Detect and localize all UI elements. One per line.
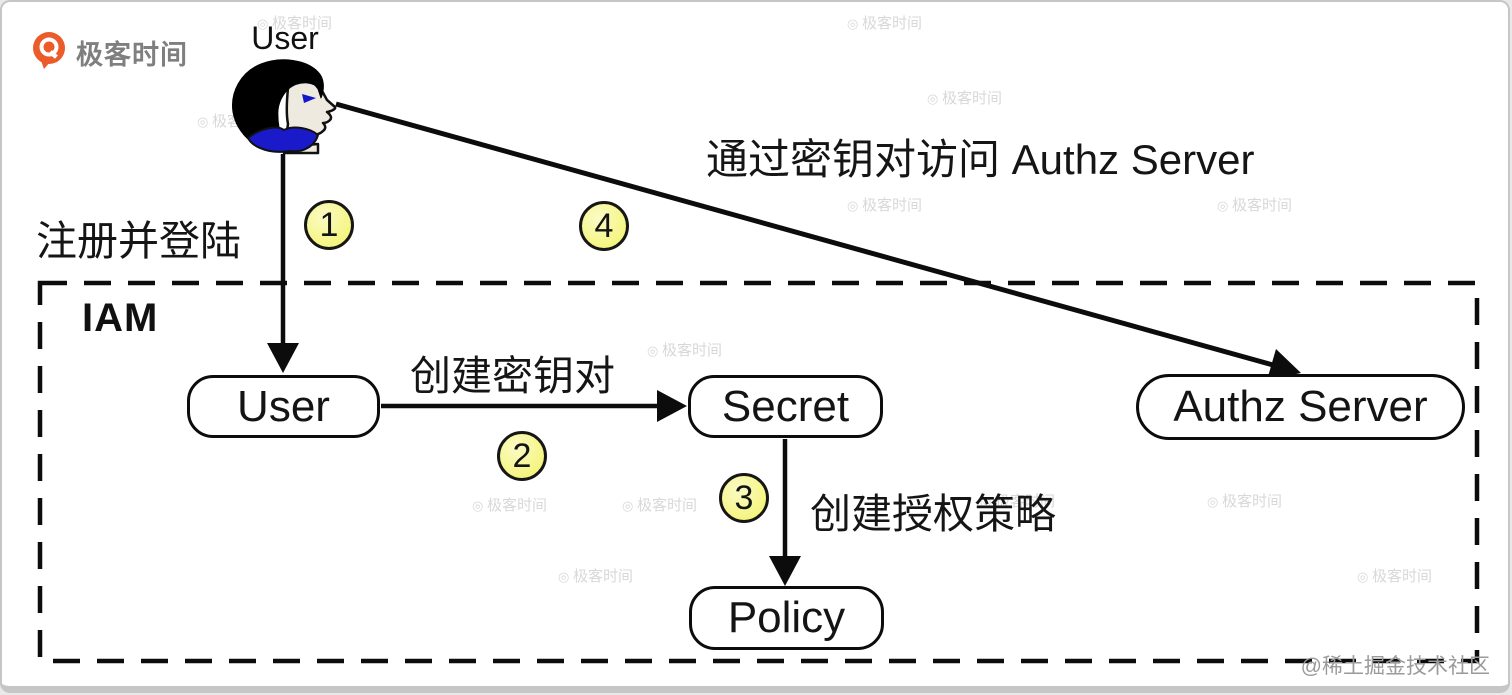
faint-watermark: 极客时间 xyxy=(847,194,922,215)
user-avatar-drawing xyxy=(232,59,337,155)
step-number: 2 xyxy=(512,436,532,475)
faint-watermark: 极客时间 xyxy=(197,110,272,131)
node-secret: Secret xyxy=(688,375,883,438)
eye-shape xyxy=(302,94,316,103)
geektime-logo-text: 极客时间 xyxy=(76,39,188,70)
step-badge-4: 4 xyxy=(579,201,629,251)
faint-watermark: 极客时间 xyxy=(1217,194,1292,215)
step-badge-3: 3 xyxy=(719,473,769,523)
edge-label-register-login: 注册并登陆 xyxy=(36,218,241,264)
edge-label-access-authz: 通过密钥对访问 Authz Server xyxy=(706,136,1255,183)
collar-shape xyxy=(246,126,320,153)
faint-watermark: 极客时间 xyxy=(1207,490,1282,511)
node-user: User xyxy=(187,375,380,438)
node-authz-server: Authz Server xyxy=(1136,374,1465,440)
edge-label-create-keypair: 创建密钥对 xyxy=(410,353,615,399)
logo-spacer xyxy=(28,30,68,74)
step-number: 4 xyxy=(594,206,614,245)
step-number: 3 xyxy=(734,478,754,517)
faint-watermark: 极客时间 xyxy=(1357,565,1432,586)
node-user-label: User xyxy=(237,381,330,431)
edge-label-create-policy: 创建授权策略 xyxy=(810,491,1056,537)
faint-watermark: 极客时间 xyxy=(927,87,1002,108)
node-policy-label: Policy xyxy=(727,593,846,642)
actor-user-label: User xyxy=(251,20,319,56)
arrow-create-policy xyxy=(769,439,801,586)
node-authz-server-label: Authz Server xyxy=(1173,382,1428,431)
step-badge-1: 1 xyxy=(304,200,354,250)
faint-watermark: 极客时间 xyxy=(472,494,547,515)
faint-watermark: 极客时间 xyxy=(622,494,697,515)
iam-label: IAM xyxy=(82,296,159,340)
arrow-register-login xyxy=(267,154,299,373)
step-badge-2: 2 xyxy=(497,431,547,481)
faint-watermark: 极客时间 xyxy=(847,12,922,33)
step-number: 1 xyxy=(319,205,339,244)
faint-watermark: 极客时间 xyxy=(558,565,633,586)
hair-shape xyxy=(232,59,324,151)
node-secret-label: Secret xyxy=(721,381,850,431)
node-policy: Policy xyxy=(689,586,884,650)
faint-watermark: 极客时间 xyxy=(257,12,332,33)
community-watermark: @稀土掘金技术社区 xyxy=(1300,655,1490,678)
faint-watermark: 极客时间 xyxy=(647,339,722,360)
geektime-logo: 极客时间 xyxy=(28,30,188,74)
